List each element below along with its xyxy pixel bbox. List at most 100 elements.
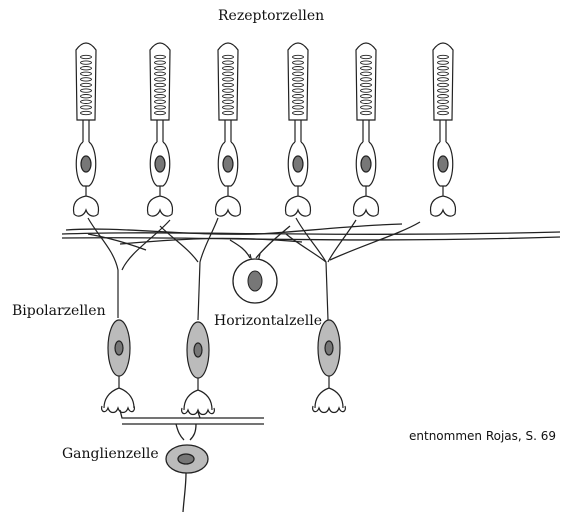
receptor-disc [81,106,92,109]
receptor-nucleus [155,156,165,172]
receptor-disc [223,106,234,109]
horizontal-nucleus [248,271,262,291]
receptor-disc [155,55,166,58]
ganglion-nucleus [178,454,194,464]
receptor-disc [223,67,234,70]
receptor-disc [293,72,304,75]
receptor-disc [81,72,92,75]
receptor-disc [361,72,372,75]
receptor-disc [293,55,304,58]
receptor-disc [361,67,372,70]
receptor-terminal [216,186,241,216]
bipolar-label: Bipolarzellen [12,303,106,319]
receptor-disc [223,72,234,75]
receptor-disc [293,100,304,103]
receptor-inner-segment [295,120,301,142]
receptor-disc [438,67,449,70]
horizontal-cell [233,254,277,303]
receptor-nucleus [293,156,303,172]
bipolar-nucleus [115,341,123,355]
receptor-disc [361,111,372,114]
receptor-disc [81,95,92,98]
receptor-disc [223,78,234,81]
receptor-disc [438,106,449,109]
receptor-disc [438,78,449,81]
receptor-disc [81,78,92,81]
receptor-disc [438,55,449,58]
receptor-disc [81,89,92,92]
receptor-disc [438,61,449,64]
receptor-disc [438,111,449,114]
receptor-cell [74,43,99,216]
receptor-disc [155,111,166,114]
receptor-terminal [431,186,456,216]
receptor-nucleus [223,156,233,172]
receptor-nucleus [361,156,371,172]
ganglion-label: Ganglienzelle [62,446,159,462]
source-note: entnommen Rojas, S. 69 [409,429,556,443]
receptor-disc [155,67,166,70]
receptor-disc [155,89,166,92]
receptor-disc [81,111,92,114]
receptor-disc [223,100,234,103]
receptor-disc [81,61,92,64]
receptor-cell [354,43,379,216]
receptor-disc [438,72,449,75]
receptor-disc [361,83,372,86]
receptor-disc [438,100,449,103]
receptor-disc [81,67,92,70]
receptor-inner-segment [83,120,89,142]
receptor-disc [361,100,372,103]
receptor-disc [293,95,304,98]
receptor-disc [438,83,449,86]
receptor-cells [74,43,456,216]
bipolar-cell [160,218,218,415]
receptor-disc [293,61,304,64]
receptor-disc [155,72,166,75]
receptor-inner-segment [157,120,163,142]
receptor-disc [223,89,234,92]
receptor-disc [293,67,304,70]
receptor-disc [81,100,92,103]
receptor-disc [361,95,372,98]
receptor-disc [361,61,372,64]
receptor-disc [155,100,166,103]
receptor-cell [148,43,173,216]
receptor-disc [223,111,234,114]
receptor-disc [155,61,166,64]
receptor-disc [223,55,234,58]
receptor-disc [293,83,304,86]
receptor-disc [293,111,304,114]
receptor-inner-segment [363,120,369,142]
receptor-disc [81,83,92,86]
receptor-cell [286,43,311,216]
receptor-disc [293,89,304,92]
receptor-cell [216,43,241,216]
receptor-disc [293,106,304,109]
receptor-disc [155,95,166,98]
receptor-nucleus [438,156,448,172]
receptor-terminal [286,186,311,216]
receptor-disc [361,55,372,58]
receptor-terminal [148,186,173,216]
receptor-disc [361,106,372,109]
receptor-cell [431,43,456,216]
receptor-disc [361,78,372,81]
receptor-inner-segment [225,120,231,142]
receptor-terminal [354,186,379,216]
receptor-disc [438,95,449,98]
bipolar-nucleus [325,341,333,355]
receptor-nucleus [81,156,91,172]
receptor-disc [223,61,234,64]
receptor-disc [438,89,449,92]
receptor-terminal [74,186,99,216]
receptor-disc [81,55,92,58]
receptor-label: Rezeptorzellen [218,8,324,24]
receptor-inner-segment [440,120,446,142]
bipolar-nucleus [194,343,202,357]
receptor-disc [155,83,166,86]
receptor-disc [293,78,304,81]
horizontal-label: Horizontalzelle [214,313,322,329]
receptor-disc [155,78,166,81]
